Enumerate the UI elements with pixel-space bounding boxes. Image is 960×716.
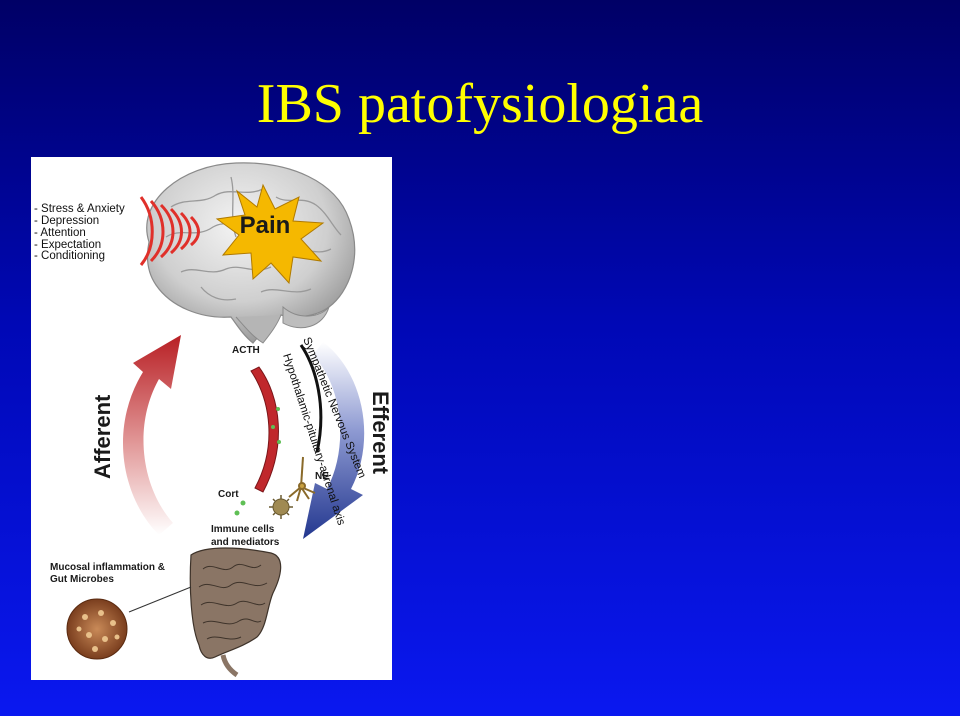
immune-cell-icon [269,495,293,519]
stress-waves-icon [139,196,200,266]
sympathetic-nerve [299,344,323,453]
immune-label-line2: and mediators [211,537,280,548]
neuron-icon [288,456,316,502]
pain-label: Pain [240,212,291,239]
factor-item: - Conditioning [34,250,105,262]
factor-item: - Expectation [34,239,101,251]
mucosal-label-line1: Mucosal inflammation & [50,562,165,573]
slide-title: IBS patofysiologiaa [256,73,704,135]
pain-burst-icon: Pain [215,183,325,285]
intestines-illustration [189,547,282,678]
acth-label: ACTH [232,345,260,356]
efferent-arrow: Efferent [303,342,392,539]
ibs-pathophysiology-figure: Pain - Stress & Anxiety - Depression - A… [31,157,392,680]
immune-label-line1: Immune cells [211,524,275,535]
cort-label: Cort [218,489,239,500]
psychological-factors-list: - Stress & Anxiety - Depression - Attent… [34,203,125,262]
cortisol-dots [234,500,246,516]
efferent-label: Efferent [368,391,392,475]
gut-biopsy-icon [66,586,192,660]
factor-item: - Stress & Anxiety [34,203,125,215]
afferent-arrow: Afferent [90,335,181,535]
ne-label: NE [315,471,329,482]
factor-item: - Depression [34,215,99,227]
mucosal-label-line2: Gut Microbes [50,574,114,585]
factor-item: - Attention [34,227,86,239]
hpa-axis-vessel [250,366,281,493]
afferent-label: Afferent [90,394,115,479]
